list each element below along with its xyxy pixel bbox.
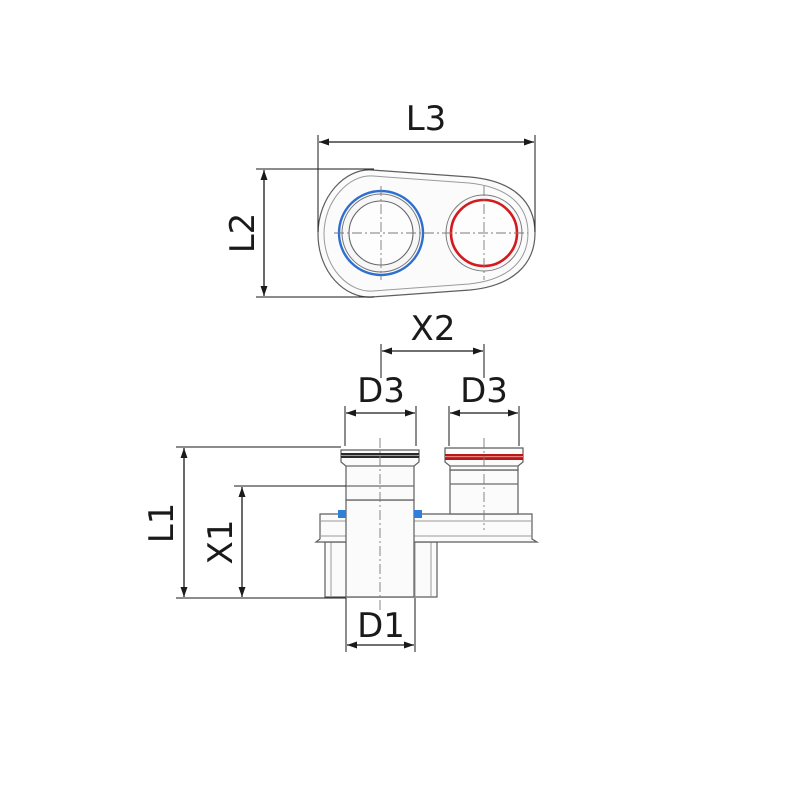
left-clip-blue <box>338 510 346 518</box>
d3-left-label: D3 <box>357 371 405 411</box>
lower-body-inner-lines <box>330 542 432 597</box>
d1-label: D1 <box>357 606 405 646</box>
x1-label: X1 <box>201 520 241 565</box>
top-view: L3 L2 <box>223 99 536 298</box>
d3-right-label: D3 <box>460 371 508 411</box>
top-view-flange-inner <box>323 175 529 292</box>
x2-label: X2 <box>411 309 456 349</box>
right-clip-blue <box>414 510 422 518</box>
l2-label: L2 <box>223 213 263 254</box>
left-seal-ring-gloss <box>341 455 419 456</box>
top-view-center-lines <box>334 186 528 280</box>
l3-label: L3 <box>406 99 447 139</box>
front-view-center-lines <box>379 438 485 610</box>
l1-label: L1 <box>142 503 182 544</box>
front-view: X2 D3 D3 L1 X1 D1 <box>142 309 540 652</box>
